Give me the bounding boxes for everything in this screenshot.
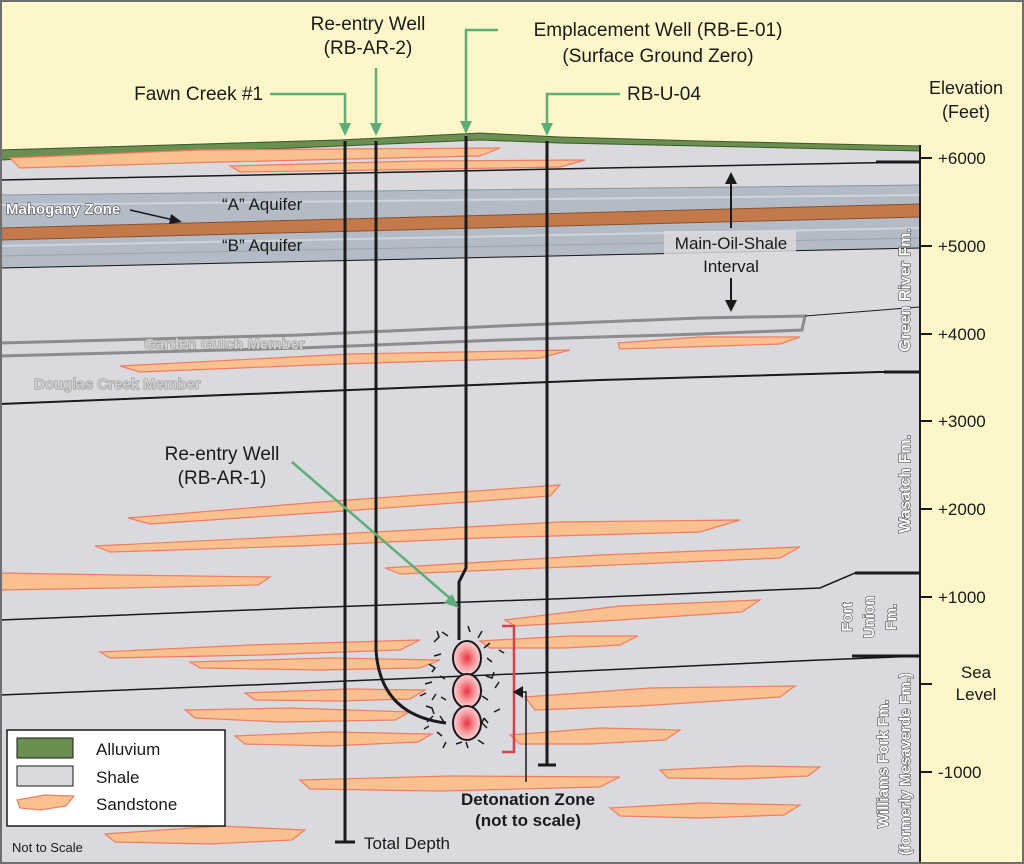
well-rb-e-01 — [457, 136, 468, 640]
main-oil-shale-label-line2: Interval — [703, 257, 759, 276]
b-aquifer-label: “B” Aquifer — [222, 236, 303, 255]
well-label-rb-ar-2-line1: Re-entry Well — [311, 14, 426, 35]
legend-label-sandstone: Sandstone — [96, 795, 177, 814]
main-oil-shale-label-bg — [664, 231, 796, 277]
sandstone-lens — [608, 802, 803, 819]
sandstone-lens — [94, 519, 741, 553]
sandstone-lens — [243, 688, 428, 702]
well-label-rb-ar-1-line2: (RB-AR-1) — [178, 468, 267, 489]
elevation-tick-label: +3000 — [938, 412, 986, 431]
sandstone-lens — [0, 572, 272, 591]
sandstone-lens — [227, 159, 586, 173]
elevation-axis — [920, 157, 932, 773]
detonation-zone-pointer-head — [513, 686, 523, 698]
stratigraphic-boundary — [804, 306, 921, 317]
formation-label-williams-fork: Williams Fork Fm. — [875, 700, 892, 828]
elevation-tick-label: Level — [956, 685, 997, 704]
mahogany-pointer-head — [169, 214, 182, 224]
legend: Alluvium Shale Sandstone — [6, 729, 226, 827]
legend-swatch-alluvium — [16, 737, 74, 759]
formation-label-fort-union: Fm. — [883, 604, 900, 631]
elevation-tick-label: -1000 — [938, 763, 981, 782]
sandstone-lens — [478, 635, 639, 649]
elevation-tick-label: +6000 — [938, 149, 986, 168]
sandstone-lens — [658, 765, 822, 780]
elevation-title-line2: (Feet) — [942, 102, 990, 122]
detonation-cavity-middle — [452, 673, 482, 709]
legend-swatch-sandstone — [16, 794, 76, 811]
garden-gulch-band — [0, 314, 807, 358]
not-to-scale-note: Not to Scale — [12, 840, 83, 855]
detonation-cavity-lower — [452, 705, 482, 741]
sandstone-lens — [97, 639, 421, 659]
sandstone-lens — [508, 727, 682, 745]
sandstone-lens — [384, 546, 801, 575]
well-label-rb-ar-2-line2: (RB-AR-2) — [324, 38, 413, 59]
well-callouts — [270, 28, 620, 601]
elevation-tick-label: +4000 — [938, 325, 986, 344]
main-oil-shale-arrowhead — [725, 172, 737, 184]
formation-label-green-river: Green River Fm. — [897, 228, 914, 352]
aquifer-striation — [0, 194, 921, 206]
detonation-zone-label-line2: (not to scale) — [475, 811, 581, 830]
legend-label-alluvium: Alluvium — [96, 740, 160, 759]
well-label-rb-e-01-line2: (Surface Ground Zero) — [562, 46, 753, 67]
fort-union-base — [0, 655, 921, 696]
formation-label-williams-fork: (formerly Mesaverde Fm.) — [897, 673, 914, 856]
legend-swatch-shale — [16, 765, 74, 787]
detonation-zone-label-line1: Detonation Zone — [461, 790, 595, 809]
mahogany-zone-label: Mahogany Zone — [6, 201, 120, 218]
elevation-tick-label: Sea — [961, 663, 992, 682]
well-rb-ar-2 — [374, 141, 447, 725]
sandstone-lens — [523, 685, 797, 711]
main-oil-shale-label-line1: Main-Oil-Shale — [675, 234, 787, 253]
well-label-rb-ar-1-line1: Re-entry Well — [165, 444, 280, 465]
detonation-zone-bracket — [502, 624, 516, 754]
sandstone-lens — [298, 775, 621, 792]
a-aquifer-label: “A” Aquifer — [222, 195, 303, 214]
elevation-tick-label: +2000 — [938, 500, 986, 519]
detonation-cavity-upper — [452, 640, 482, 676]
main-oil-shale-arrowhead — [725, 300, 737, 312]
sandstone-lens — [183, 707, 413, 723]
well-label-rb-e-01-line1: Emplacement Well (RB-E-01) — [534, 20, 783, 41]
sandstone-lens — [617, 336, 801, 350]
formation-label-wasatch: Wasatch Fm. — [897, 435, 914, 533]
formation-label-fort-union: Union — [861, 596, 878, 639]
total-depth-label: Total Depth — [364, 834, 450, 853]
formation-label-fort-union: Fort — [839, 602, 856, 631]
well-label-fawn-creek: Fawn Creek #1 — [134, 84, 263, 105]
well-callout-arrowheads — [339, 121, 553, 608]
garden-gulch-label: Garden Gulch Member — [144, 336, 305, 353]
sandstone-lens — [233, 731, 435, 747]
elevation-tick-label: +1000 — [938, 588, 986, 607]
legend-label-shale: Shale — [96, 768, 139, 787]
douglas-creek-label: Douglas Creek Member — [34, 376, 201, 393]
elevation-title-line1: Elevation — [929, 78, 1003, 98]
well-label-rb-u-04: RB-U-04 — [627, 84, 701, 105]
elevation-tick-label: +5000 — [938, 237, 986, 256]
